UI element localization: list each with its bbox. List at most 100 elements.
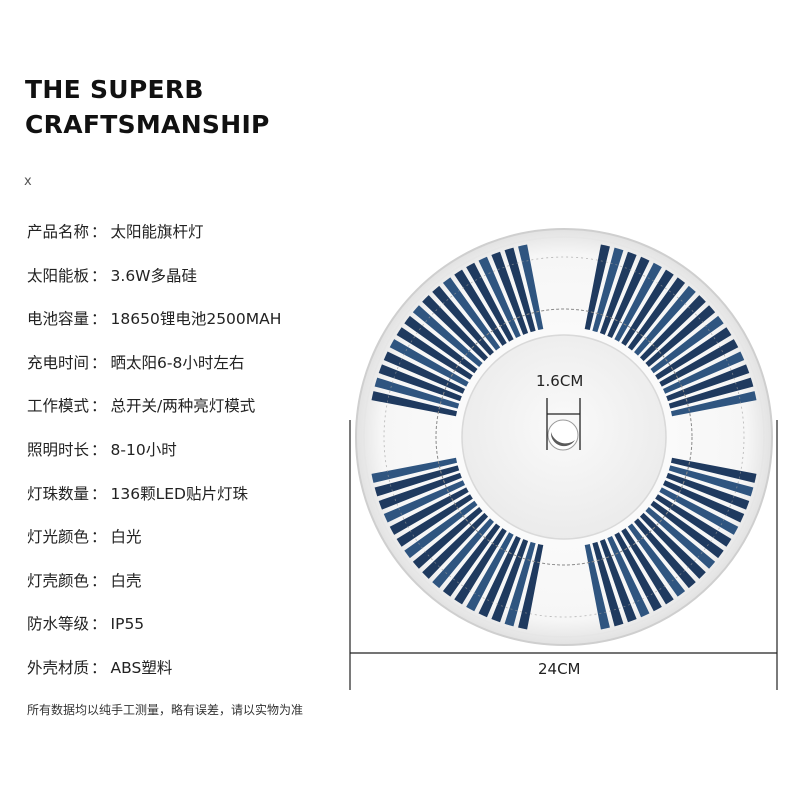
spec-separator: ： xyxy=(91,310,107,329)
solar-cell xyxy=(650,315,724,374)
spec-value: 136颗LED贴片灯珠 xyxy=(110,484,248,503)
spec-value: 白光 xyxy=(110,528,142,547)
spec-row: 太阳能板：3.6W多晶硅 xyxy=(27,262,367,306)
solar-cell xyxy=(466,532,514,612)
spec-value: 3.6W多晶硅 xyxy=(110,266,198,285)
solar-cell xyxy=(389,339,469,387)
spec-row: 电池容量：18650锂电池2500MAH xyxy=(27,305,367,349)
spec-value: IP55 xyxy=(110,615,145,634)
spec-value: 晒太阳6-8小时左右 xyxy=(110,353,245,372)
solar-cell xyxy=(466,262,514,342)
solar-cell xyxy=(659,339,739,387)
solar-cell xyxy=(670,457,757,483)
spec-separator: ： xyxy=(91,658,107,677)
spec-value: ABS塑料 xyxy=(110,658,173,677)
solar-cell xyxy=(650,500,724,559)
spec-label: 灯壳颜色 xyxy=(27,571,90,590)
solar-cell xyxy=(645,305,716,367)
housing-rim xyxy=(363,236,765,638)
solar-cell xyxy=(432,518,494,589)
solar-cell xyxy=(592,247,624,333)
spec-label: 防水等级 xyxy=(27,615,90,634)
solar-cell xyxy=(374,465,460,497)
solar-cell xyxy=(584,543,610,630)
solar-cell xyxy=(422,512,489,579)
solar-cell xyxy=(645,507,716,569)
solar-cell xyxy=(599,539,637,623)
solar-cell xyxy=(662,480,745,523)
solar-cell xyxy=(404,500,478,559)
solar-cell xyxy=(504,247,536,333)
solar-cell xyxy=(412,507,483,569)
solar-cell xyxy=(491,251,529,335)
solar-cell xyxy=(621,528,674,605)
solar-cell xyxy=(518,543,544,630)
inner-dimension-bracket xyxy=(546,398,581,450)
solar-cell xyxy=(412,305,483,367)
solar-cell xyxy=(621,269,674,346)
wire-ring xyxy=(435,308,693,566)
spec-value: 8-10小时 xyxy=(110,440,177,459)
solar-cell xyxy=(614,532,662,612)
spec-row: 灯光颜色：白光 xyxy=(27,523,367,567)
spec-separator: ： xyxy=(91,571,107,590)
spec-label: 充电时间 xyxy=(27,353,90,372)
solar-cell xyxy=(666,472,750,510)
spec-label: 工作模式 xyxy=(27,397,90,416)
spec-separator: ： xyxy=(91,615,107,634)
solar-cell xyxy=(668,465,754,497)
wire-ring-outer xyxy=(383,256,745,618)
solar-cell xyxy=(614,262,662,342)
spec-label: 太阳能板 xyxy=(27,266,90,285)
solar-cell xyxy=(383,351,466,394)
spec-separator: ： xyxy=(91,353,107,372)
solar-cell xyxy=(378,364,462,402)
solar-cell xyxy=(404,315,478,374)
solar-cell xyxy=(383,480,466,523)
spec-value: 18650锂电池2500MAH xyxy=(110,310,282,329)
solar-cell xyxy=(422,295,489,362)
solar-cell xyxy=(371,391,458,417)
solar-cell xyxy=(432,285,494,356)
solar-cell xyxy=(666,364,750,402)
spec-value: 太阳能旗杆灯 xyxy=(110,223,204,241)
solar-cell xyxy=(634,518,696,589)
spec-value: 总开关/两种亮灯模式 xyxy=(110,397,256,416)
spec-value: 白壳 xyxy=(110,571,142,590)
solar-cell xyxy=(371,457,458,483)
solar-cell xyxy=(396,494,473,547)
spec-separator: ： xyxy=(91,397,107,416)
close-icon[interactable]: x xyxy=(24,174,32,189)
solar-cell xyxy=(442,277,501,351)
spec-label: 灯珠数量 xyxy=(27,484,90,503)
solar-cell xyxy=(627,523,686,597)
solar-cell xyxy=(627,277,686,351)
solar-cell xyxy=(454,528,507,605)
solar-cell-ring xyxy=(371,244,757,630)
spec-label: 产品名称 xyxy=(27,223,90,241)
headline-line-1: THE SUPERB xyxy=(25,75,204,104)
solar-cell xyxy=(670,391,757,417)
solar-cell xyxy=(592,541,624,627)
solar-cell xyxy=(655,494,732,547)
spec-separator: ： xyxy=(91,440,107,459)
solar-cell xyxy=(662,351,745,394)
solar-cell xyxy=(478,256,521,339)
solar-cell xyxy=(478,535,521,618)
spec-label: 电池容量 xyxy=(27,310,90,329)
solar-cell xyxy=(607,256,650,339)
spec-row: 灯珠数量：136颗LED贴片灯珠 xyxy=(27,480,367,524)
spec-label: 灯光颜色 xyxy=(27,528,90,547)
solar-cell xyxy=(378,472,462,510)
solar-cell xyxy=(396,327,473,380)
solar-cell xyxy=(668,377,754,409)
solar-cell xyxy=(442,523,501,597)
spec-row: 充电时间：晒太阳6-8小时左右 xyxy=(27,349,367,393)
spec-separator: ： xyxy=(91,484,107,503)
solar-cell xyxy=(389,487,469,535)
spec-row: 照明时长：8-10小时 xyxy=(27,436,367,480)
outer-diameter-dimension: 24CM xyxy=(538,660,581,678)
headline-line-2: CRAFTSMANSHIP xyxy=(25,110,270,139)
solar-cell xyxy=(454,269,507,346)
solar-cell xyxy=(655,327,732,380)
